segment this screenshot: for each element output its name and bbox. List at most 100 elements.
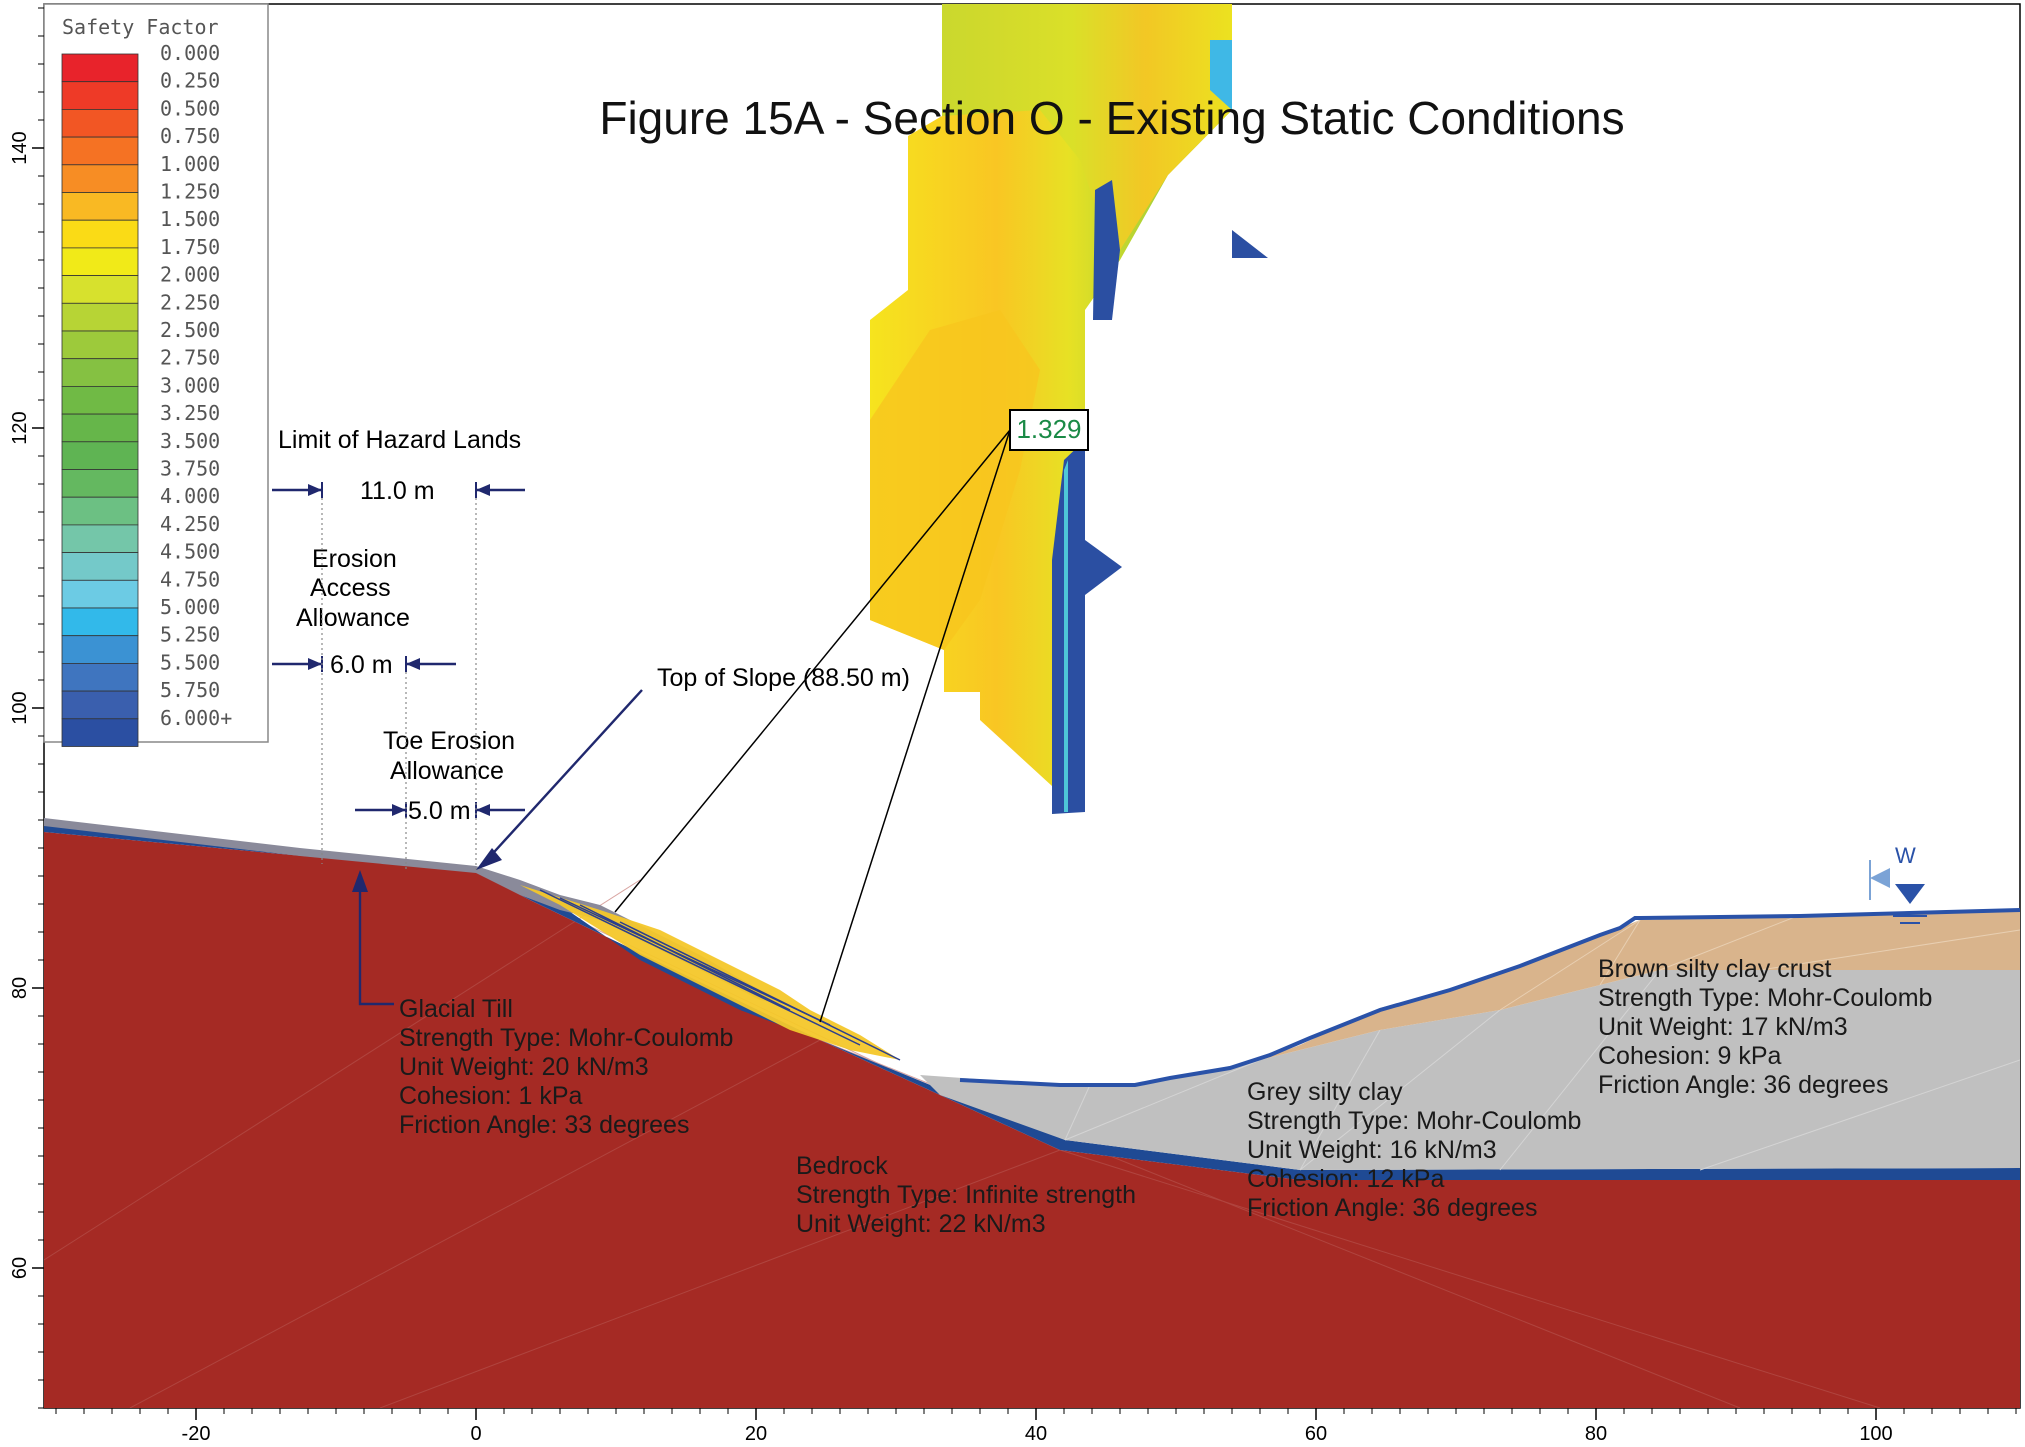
legend-label: 0.500 [160, 96, 220, 120]
legend-label: 1.500 [160, 207, 220, 231]
safety-factor-legend: Safety Factor 0.0000.2500.5000.7501.0001… [43, 3, 269, 747]
legend-label: 5.250 [160, 623, 220, 647]
grey-clay-name: Grey silty clay [1247, 1078, 1403, 1106]
bedrock-label: Bedrock Strength Type: Infinite strength… [796, 1152, 1136, 1238]
glacial-till-cohesion: Cohesion: 1 kPa [399, 1082, 583, 1110]
hazard-lands-label: Limit of Hazard Lands [278, 426, 521, 454]
legend-swatch [61, 413, 139, 443]
legend-label: 6.000+ [160, 706, 232, 730]
hazard-lands-dimension: Limit of Hazard Lands 11.0 m [272, 426, 525, 505]
brown-crust-strength: Strength Type: Mohr-Coulomb [1598, 984, 1932, 1012]
legend-title: Safety Factor [62, 15, 219, 39]
glacial-till-pointer [358, 880, 394, 1006]
erosion-access-dim: 6.0 m [330, 651, 393, 679]
legend-label: 1.000 [160, 152, 220, 176]
legend-swatches: 0.0000.2500.5000.7501.0001.2501.5001.750… [61, 41, 232, 747]
legend-label: 4.250 [160, 512, 220, 536]
top-of-slope-arrow [484, 689, 643, 863]
y-tick-label: 140 [9, 131, 31, 164]
critical-factor-box [1009, 409, 1089, 451]
legend-label: 5.750 [160, 678, 220, 702]
legend-swatch [61, 247, 139, 276]
legend-label: 1.750 [160, 235, 220, 259]
brown-crust-name: Brown silty clay crust [1598, 955, 1831, 983]
legend-swatch [61, 219, 139, 249]
legend-label: 5.500 [160, 650, 220, 674]
toe-erosion-dimension: Toe Erosion Allowance 5.0 m [355, 727, 525, 825]
grey-clay-weight: Unit Weight: 16 kN/m3 [1247, 1136, 1497, 1164]
legend-label: 3.750 [160, 457, 220, 481]
brown-crust-cohesion: Cohesion: 9 kPa [1598, 1042, 1782, 1070]
legend-swatch [61, 635, 139, 664]
legend-swatch [61, 441, 139, 470]
critical-factor-value: 1.329 [1016, 414, 1081, 444]
legend-label: 0.750 [160, 124, 220, 148]
legend-label: 3.000 [160, 373, 220, 397]
erosion-access-dimension: Erosion Access Allowance 6.0 m [272, 545, 456, 679]
grey-clay-label: Grey silty clay Strength Type: Mohr-Coul… [1247, 1078, 1581, 1222]
brown-crust-region [1260, 910, 2020, 1060]
y-tick-label: 80 [9, 977, 31, 999]
legend-swatch [61, 136, 139, 166]
x-tick-label: 0 [470, 1423, 481, 1442]
y-tick-label: 60 [9, 1257, 31, 1279]
toe-erosion-line1: Toe Erosion [383, 727, 515, 755]
brown-crust-label: Brown silty clay crust Strength Type: Mo… [1598, 955, 1932, 1099]
glacial-till-name: Glacial Till [399, 995, 513, 1023]
glacial-till-friction: Friction Angle: 33 degrees [399, 1111, 689, 1139]
glacial-till-label: Glacial Till Strength Type: Mohr-Coulomb… [399, 995, 733, 1139]
bedrock-region [44, 832, 2020, 1408]
x-tick-label: 80 [1585, 1423, 1607, 1442]
brown-crust-friction: Friction Angle: 36 degrees [1598, 1071, 1888, 1099]
grey-clay-friction: Friction Angle: 36 degrees [1247, 1194, 1537, 1222]
x-tick-label: 60 [1305, 1423, 1327, 1442]
bedrock-name: Bedrock [796, 1152, 888, 1180]
legend-swatch [61, 164, 139, 193]
erosion-access-line1: Erosion [312, 545, 397, 573]
figure-title: Figure 15A - Section O - Existing Static… [599, 92, 1624, 144]
legend-swatch [61, 469, 139, 498]
y-tick-label: 100 [9, 691, 31, 724]
legend-label: 3.250 [160, 401, 220, 425]
legend-swatch [61, 718, 139, 747]
erosion-access-line2: Access [310, 574, 391, 602]
water-table-marker [1869, 860, 1927, 924]
legend-swatch [61, 358, 139, 387]
glacial-till-strength: Strength Type: Mohr-Coulomb [399, 1024, 733, 1052]
legend-label: 2.500 [160, 318, 220, 342]
legend-swatch [61, 302, 139, 332]
ground-surface-right [959, 908, 2020, 1087]
slip-surface-lines [539, 889, 901, 1061]
legend-swatch [61, 524, 139, 554]
legend-label: 2.250 [160, 290, 220, 314]
legend-label: 5.000 [160, 595, 220, 619]
legend-swatch [61, 81, 139, 110]
legend-label: 2.750 [160, 346, 220, 370]
top-of-slope-label: Top of Slope (88.50 m) [657, 664, 910, 692]
hazard-lands-dim: 11.0 m [360, 477, 435, 505]
erosion-access-line3: Allowance [296, 604, 410, 632]
bedrock-strength: Strength Type: Infinite strength [796, 1181, 1136, 1209]
legend-swatch [61, 496, 139, 526]
legend-label: 4.500 [160, 540, 220, 564]
x-tick-label: 20 [745, 1423, 767, 1442]
legend-swatch [61, 192, 139, 221]
water-label: W [1895, 843, 1916, 868]
legend-swatch [61, 607, 139, 637]
legend-swatch [61, 109, 139, 138]
toe-erosion-line2: Allowance [390, 757, 504, 785]
x-tick-label: -20 [182, 1423, 211, 1442]
brown-crust-mesh [1499, 914, 2020, 1011]
bedrock-weight: Unit Weight: 22 kN/m3 [796, 1210, 1046, 1238]
legend-swatch [61, 275, 139, 304]
grey-clay-cohesion: Cohesion: 12 kPa [1247, 1165, 1444, 1193]
grey-clay-mesh [1064, 969, 2020, 1171]
legend-label: 1.250 [160, 180, 220, 204]
grey-clay-strength: Strength Type: Mohr-Coulomb [1247, 1107, 1581, 1135]
x-tick-label: 40 [1025, 1423, 1047, 1442]
legend-label: 4.000 [160, 484, 220, 508]
legend-swatch [61, 579, 139, 609]
